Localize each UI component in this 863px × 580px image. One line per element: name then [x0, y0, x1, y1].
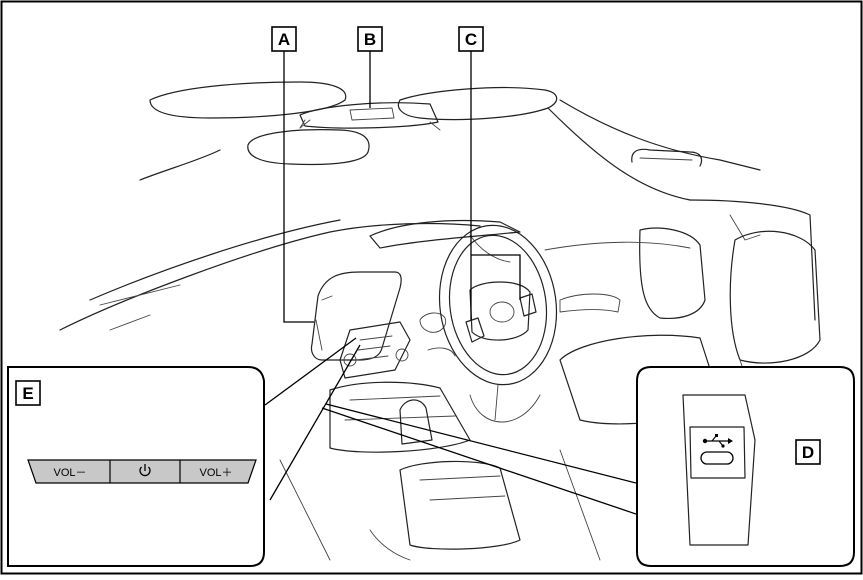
usb-c-port[interactable]	[701, 452, 733, 464]
vol-up-label: VOL＋	[199, 467, 232, 479]
label-c: C	[459, 27, 483, 51]
vol-up-button[interactable]: VOL＋	[199, 467, 232, 479]
label-a: A	[272, 27, 296, 51]
vol-down-label: VOL－	[53, 467, 86, 479]
label-e: E	[16, 381, 40, 405]
label-b: B	[358, 27, 382, 51]
label-b-text: B	[364, 30, 376, 49]
label-d: D	[796, 440, 820, 464]
label-c-text: C	[465, 30, 477, 49]
label-d-text: D	[802, 443, 814, 462]
label-e-text: E	[22, 384, 33, 403]
label-a-text: A	[278, 30, 290, 49]
vol-down-button[interactable]: VOL－	[53, 467, 86, 479]
